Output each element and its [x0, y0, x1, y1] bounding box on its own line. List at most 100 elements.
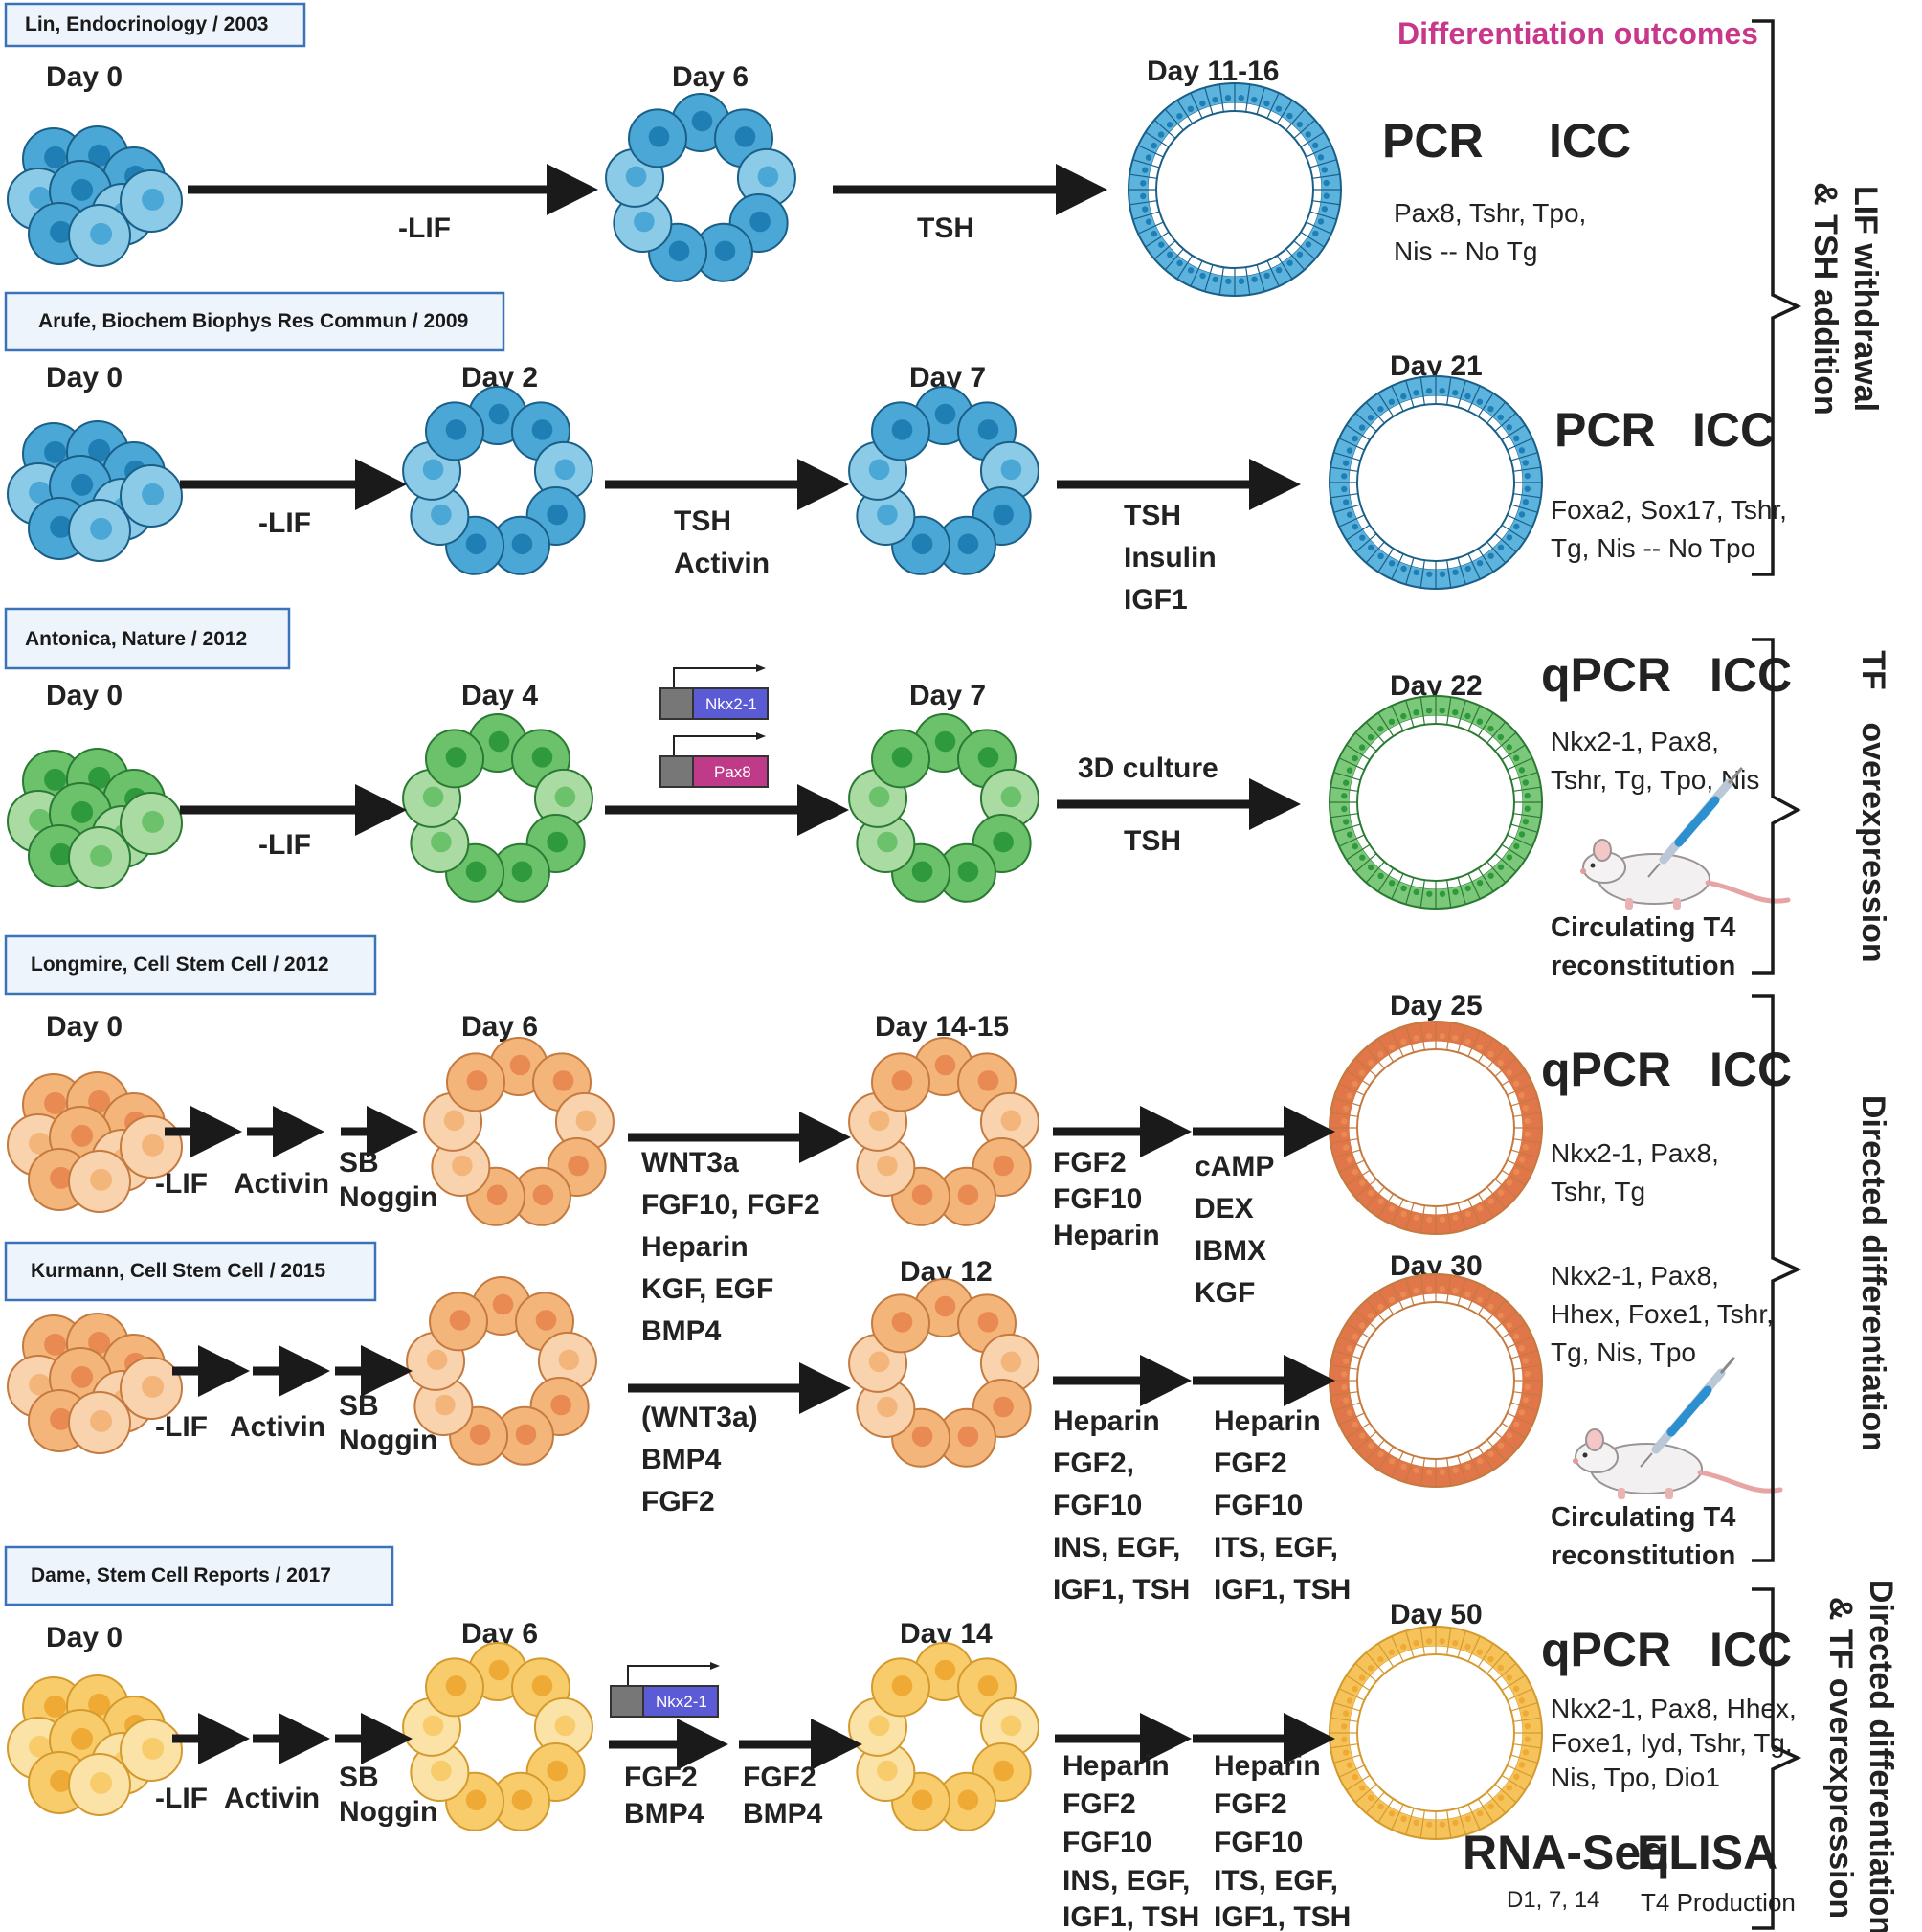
treatment-label: -LIF — [258, 829, 311, 861]
reference-kurmann-text: Kurmann, Cell Stem Cell / 2015 — [31, 1260, 325, 1282]
marker-text: Foxe1, Iyd, Tshr, Tg, — [1551, 1728, 1793, 1758]
marker-text: Nkx2-1, Pax8, — [1551, 727, 1719, 756]
treatment-label: FGF10 — [1214, 1490, 1303, 1521]
bracket-lif-tsh — [1752, 19, 1802, 576]
reference-kurmann: Kurmann, Cell Stem Cell / 2015 — [4, 1241, 377, 1302]
follicle-organoid — [1329, 1626, 1543, 1840]
treatment-label: TSH — [1124, 825, 1181, 857]
cell-ring — [848, 1642, 1039, 1831]
cell-ring — [848, 1037, 1039, 1226]
treatment-label: -LIF — [258, 507, 311, 539]
treatment-label: TSH — [1124, 500, 1181, 531]
day-label: Day 0 — [46, 362, 123, 393]
reference-arufe-text: Arufe, Biochem Biophys Res Commun / 2009 — [38, 310, 468, 332]
treatment-label: Noggin — [339, 1425, 437, 1456]
nkx2-1-construct-antonica: Nkx2-1 — [659, 664, 769, 720]
bracket-label: LIF withdrawal — [1847, 186, 1884, 412]
treatment-label: FGF10 — [1214, 1827, 1303, 1858]
marker-text: Tg, Nis, Tpo — [1551, 1337, 1696, 1367]
bracket-labels: & TSH addition LIF withdrawal TF overexp… — [1807, 182, 1899, 1932]
treatment-label: Heparin — [1062, 1750, 1170, 1782]
treatment-label: Activin — [224, 1783, 320, 1814]
marker-text: Tg, Nis -- No Tpo — [1551, 533, 1755, 563]
method-label: qPCR — [1541, 1623, 1671, 1676]
bracket-label: Directed differentiation — [1863, 1580, 1899, 1932]
t4-label: Circulating T4 — [1551, 1502, 1735, 1533]
treatment-label: FGF10 — [1053, 1490, 1142, 1521]
treatment-label: IGF1, TSH — [1062, 1901, 1199, 1932]
treatment-label: FGF2 — [1214, 1448, 1287, 1479]
marker-text: Nkx2-1, Pax8, — [1551, 1261, 1719, 1291]
marker-text: D1, 7, 14 — [1507, 1887, 1599, 1913]
treatment-label: FGF2 — [1214, 1788, 1287, 1820]
treatment-label: Heparin — [1053, 1405, 1160, 1437]
marker-text: Nkx2-1, Pax8, Hhex, — [1551, 1694, 1797, 1723]
marker-text: T4 Production — [1641, 1888, 1796, 1917]
treatment-label: SB — [339, 1147, 379, 1179]
marker-text: Pax8, Tshr, Tpo, — [1394, 198, 1586, 228]
day-label: Day 7 — [909, 680, 986, 711]
day-label: Day 0 — [46, 1622, 123, 1653]
day-label: Day 50 — [1390, 1599, 1483, 1630]
treatment-label: Insulin — [1124, 542, 1217, 573]
treatment-label: INS, EGF, — [1062, 1865, 1190, 1897]
cell-cluster — [7, 748, 183, 889]
treatment-label: cAMP — [1195, 1151, 1274, 1182]
treatment-labels: -LIF TSH -LIF TSH Activin TSH Insulin IG… — [155, 213, 1351, 1932]
bracket-tf — [1752, 638, 1801, 975]
cell-ring — [848, 713, 1039, 903]
treatment-label: Activin — [674, 548, 770, 579]
construct-label: Nkx2-1 — [656, 1693, 707, 1711]
treatment-label: Heparin — [1053, 1220, 1160, 1251]
construct-label: Pax8 — [714, 763, 751, 781]
follicle-organoid — [1329, 375, 1543, 590]
arrows — [165, 164, 1335, 1770]
marker-text: Nkx2-1, Pax8, — [1551, 1138, 1719, 1168]
day-labels: Day 0 Day 6 Day 11-16 Day 0 Day 2 Day 7 … — [46, 56, 1483, 1653]
cell-ring — [423, 1037, 615, 1226]
reference-lin: Lin, Endocrinology / 2003 — [4, 2, 306, 48]
treatment-label: KGF, EGF — [641, 1273, 773, 1305]
bracket-label: & TF overexpression — [1822, 1597, 1859, 1919]
mouse-injection-icon — [1573, 1358, 1780, 1499]
bracket-directed — [1752, 994, 1802, 1562]
treatment-label: -LIF — [155, 1783, 208, 1814]
t4-labels: Circulating T4 reconstitution Circulatin… — [1551, 912, 1735, 1571]
day-label: Day 6 — [672, 61, 749, 93]
treatment-label: ITS, EGF, — [1214, 1865, 1338, 1897]
cell-cluster — [7, 1071, 183, 1213]
treatment-label: TSH — [917, 213, 974, 244]
bracket-directed-tf — [1752, 1587, 1802, 1930]
construct-label: Nkx2-1 — [705, 695, 757, 713]
cell-cluster — [7, 1313, 183, 1454]
bracket-label: & TSH addition — [1807, 182, 1844, 416]
reference-dame-text: Dame, Stem Cell Reports / 2017 — [31, 1564, 331, 1586]
cell-ring — [402, 1642, 593, 1831]
treatment-label: IBMX — [1195, 1235, 1266, 1267]
method-label: qPCR — [1541, 648, 1671, 702]
t4-label: Circulating T4 — [1551, 912, 1735, 943]
reference-antonica: Antonica, Nature / 2012 — [4, 607, 291, 670]
reference-dame: Dame, Stem Cell Reports / 2017 — [4, 1545, 394, 1606]
follicle-organoid — [1329, 1021, 1543, 1235]
day-label: Day 0 — [46, 61, 123, 93]
cell-ring — [402, 386, 593, 575]
treatment-label: SB — [339, 1762, 379, 1793]
reference-longmire-text: Longmire, Cell Stem Cell / 2012 — [31, 954, 329, 976]
treatment-label: FGF10 — [1062, 1827, 1151, 1858]
pax8-construct-antonica: Pax8 — [659, 732, 769, 788]
treatment-label: 3D culture — [1078, 753, 1218, 784]
marker-text: Hhex, Foxe1, Tshr, — [1551, 1299, 1774, 1329]
cell-ring — [406, 1276, 597, 1466]
marker-text: Tshr, Tg — [1551, 1177, 1645, 1206]
treatment-label: FGF2 — [624, 1762, 698, 1793]
treatment-label: FGF2 — [743, 1762, 816, 1793]
outcome-methods: PCR ICC PCR ICC qPCR ICC qPCR ICC qPCR I… — [1382, 114, 1792, 1879]
treatment-label: FGF2 — [641, 1486, 715, 1517]
treatment-label: FGF2 — [1053, 1147, 1127, 1179]
cell-ring — [848, 386, 1039, 575]
treatment-label: WNT3a — [641, 1147, 739, 1179]
treatment-label: BMP4 — [624, 1798, 704, 1830]
cell-cluster — [7, 1674, 183, 1816]
method-label: PCR — [1554, 403, 1656, 457]
